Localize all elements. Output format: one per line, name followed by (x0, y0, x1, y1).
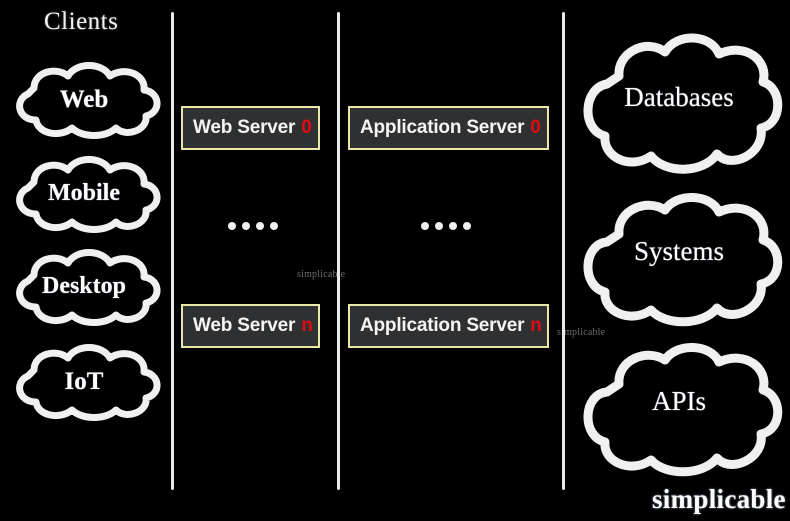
column-divider-2 (337, 12, 340, 490)
cloud-shape-icon (16, 249, 161, 326)
ellipsis-dot (242, 222, 250, 230)
application-server-box-last[interactable]: Application Server n (348, 304, 549, 348)
client-cloud-web[interactable]: Web (4, 58, 164, 140)
web-server-label: Web Server (193, 117, 296, 138)
application-server-index: 0 (530, 117, 541, 138)
application-server-index: n (530, 315, 542, 336)
client-cloud-mobile[interactable]: Mobile (4, 152, 164, 234)
column-divider-1 (171, 12, 174, 490)
cloud-shape-icon (16, 344, 161, 421)
web-server-index: 0 (301, 117, 312, 138)
clients-column-title: Clients (44, 8, 119, 35)
application-server-label: Application Server (360, 315, 525, 336)
watermark-middle: simplicable (297, 269, 346, 280)
client-cloud-iot[interactable]: IoT (4, 340, 164, 422)
cloud-shape-icon (16, 62, 161, 139)
ellipsis-dot (435, 222, 443, 230)
web-server-index: n (301, 315, 313, 336)
web-server-box-first[interactable]: Web Server 0 (181, 106, 320, 150)
web-server-box-last[interactable]: Web Server n (181, 304, 320, 348)
ellipsis-dot (421, 222, 429, 230)
app-tier-ellipsis (421, 222, 471, 230)
web-tier-ellipsis (228, 222, 278, 230)
column-divider-3 (562, 12, 565, 490)
ellipsis-dot (228, 222, 236, 230)
cloud-shape-icon (583, 33, 783, 174)
ellipsis-dot (449, 222, 457, 230)
backend-cloud-apis[interactable]: APIs (573, 338, 785, 478)
ellipsis-dot (463, 222, 471, 230)
brand-logo: simplicable (652, 484, 786, 514)
backend-cloud-databases[interactable]: Databases (573, 28, 785, 176)
backend-cloud-systems[interactable]: Systems (573, 188, 785, 328)
ellipsis-dot (270, 222, 278, 230)
ellipsis-dot (256, 222, 264, 230)
cloud-shape-icon (583, 193, 783, 327)
watermark-right: simplicable (557, 327, 606, 338)
web-server-label: Web Server (193, 315, 296, 336)
cloud-shape-icon (583, 343, 783, 477)
application-server-label: Application Server (360, 117, 525, 138)
client-cloud-desktop[interactable]: Desktop (4, 245, 164, 327)
application-server-box-first[interactable]: Application Server 0 (348, 106, 549, 150)
cloud-shape-icon (16, 156, 161, 233)
